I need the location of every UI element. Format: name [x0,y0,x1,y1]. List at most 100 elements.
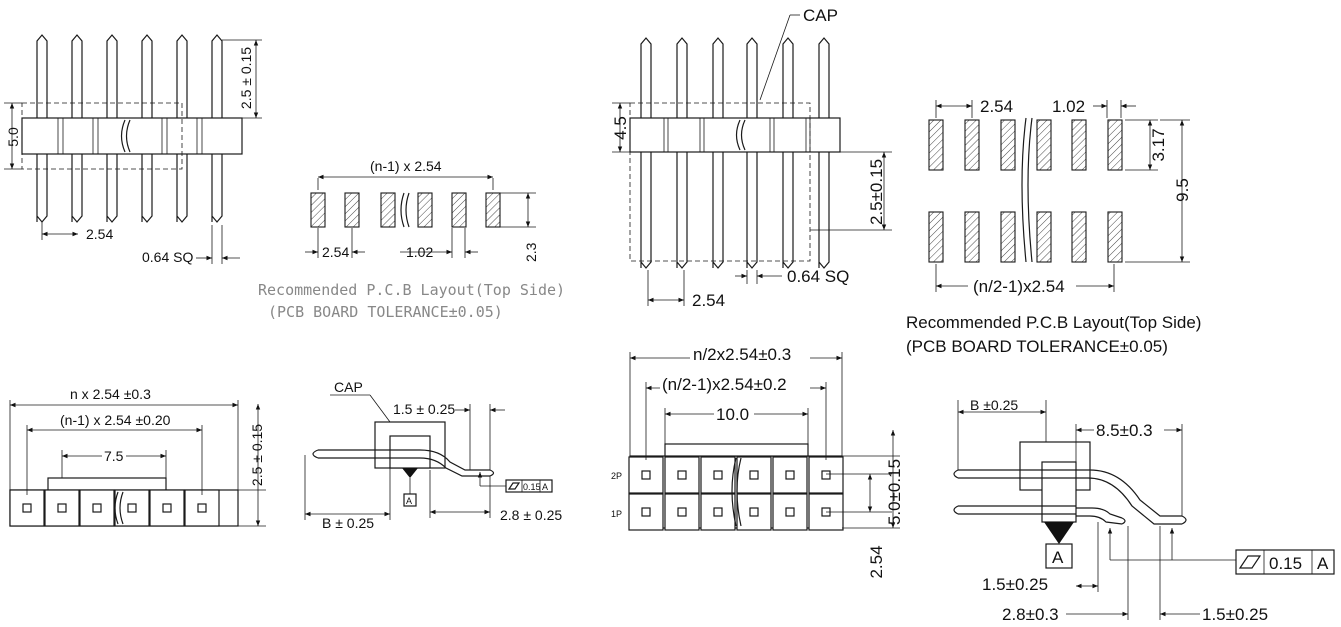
pin [782,37,794,269]
dim-4-5: 4.5 [611,116,630,140]
b1-inner: (n-1) x 2.54 ±0.20 [60,412,171,428]
pcb-pad [1071,211,1087,263]
insulator-body [629,117,841,153]
pcb-pad [485,192,501,228]
row-1p: 1P [611,509,622,519]
break-mark [735,119,746,151]
pin-cell [736,493,772,531]
pin-lower [958,505,1123,525]
s2-dim2: 2.8±0.3 [1002,605,1059,624]
pin-cell [184,489,220,527]
pin-square [713,507,723,517]
pin-square [677,507,687,517]
pin-cell [114,489,150,527]
pin-cell [808,456,844,494]
pin [676,37,688,269]
dim-2-5: 2.5±0.15 [867,159,886,225]
cap-label: CAP [803,6,838,25]
pcb2-caption-line2: (PCB BOARD TOLERANCE±0.05) [906,337,1168,356]
pcb1-caption-line2: (PCB BOARD TOLERANCE±0.05) [268,303,503,321]
s2-dim3: 1.5±0.25 [1202,605,1268,624]
pin [640,37,652,269]
pin-square [821,470,831,480]
dim-2-5: 2.5 ± 0.15 [238,47,254,109]
b1-height: 2.5 ± 0.15 [249,424,265,486]
dim-5-0: 5.0 [5,127,21,147]
pin-square [785,470,795,480]
s1-datum-ref: A [542,482,548,492]
pin-square [641,470,651,480]
pin [712,37,724,269]
pcb-pad [964,211,980,263]
pcb2-pitch: 2.54 [980,97,1013,116]
pin-cell [700,493,736,531]
s1-b-dim: B ± 0.25 [322,515,374,531]
cap-outline [664,443,809,457]
pin-upper [958,469,1182,525]
pcb2-pad-height: 3.17 [1149,128,1168,161]
single-row-side-view: CAP A 1.5 ± 0.25 0.15 A B ± 0.25 2.8 ± 0… [304,379,562,531]
pcb-layout-single-row: (n-1) x 2.54 2.54 1.02 2.3 Recommended P… [258,158,565,321]
pin-cell [44,489,80,527]
s2-tolerance: 0.15 [1269,554,1302,573]
pin-square [162,503,172,513]
pin-cell [664,493,700,531]
datum-a: A [1052,548,1064,567]
datum-a: A [406,496,412,506]
single-row-front-view: 5.0 2.5 ± 0.15 2.54 0.64 SQ [4,34,262,265]
break-mark [114,491,124,525]
dim-pitch: 2.54 [692,291,725,310]
pcb-pad [1107,211,1123,263]
pin-square [92,503,102,513]
pcb-layout-dual-row: 2.54 1.02 3.17 9.5 (n/2-1)x2.54 Recommen… [906,97,1201,356]
pcb-pad [928,211,944,263]
pin-cell [772,456,808,494]
pin-cell [628,456,664,494]
pin-square [749,470,759,480]
b2-total: n/2x2.54±0.3 [693,345,791,364]
pin-square [127,503,137,513]
b1-center: 7.5 [104,448,124,464]
pcb-pad [1036,211,1052,263]
pin-square [785,507,795,517]
cap-label: CAP [334,379,363,395]
insulator-upper [1019,441,1091,491]
dim-sq: 0.64 SQ [787,267,849,286]
b2-height: 5.0±0.15 [885,459,904,525]
pin-cell [664,456,700,494]
pin-bent [318,449,490,477]
pin [746,37,758,269]
pin-square [57,503,67,513]
pcb-pad [964,119,980,171]
pin-square [749,507,759,517]
s2-datum-ref: A [1317,554,1329,573]
s1-bottom-dim: 2.8 ± 0.25 [500,507,562,523]
insulator-lower [1041,461,1077,523]
break-mark [731,457,742,527]
s1-tolerance: 0.15 [523,482,541,492]
pin-square [677,470,687,480]
pin-cell [9,489,45,527]
s2-dim1: 1.5±0.25 [982,575,1048,594]
single-row-top-view: n x 2.54 ±0.3 (n-1) x 2.54 ±0.20 7.5 2.5… [9,386,266,527]
pcb-pad [1071,119,1087,171]
row-2p: 2P [611,471,622,481]
b2-inner: (n/2-1)x2.54±0.2 [662,375,787,394]
pin-cell [149,489,185,527]
pcb-pad [310,192,326,228]
break-mark [1021,117,1033,263]
pin-square [641,507,651,517]
pcb2-caption-line1: Recommended P.C.B Layout(Top Side) [906,313,1201,332]
pin-cell [736,456,772,494]
dual-row-side-view: A 0.15 A B ±0.25 8.5±0.3 1.5±0.25 2.8±0.… [953,397,1335,624]
pin-cell [628,493,664,531]
pcb1-pitch: 2.54 [322,244,349,260]
s2-top-dim: 8.5±0.3 [1096,421,1153,440]
pcb-pad [1107,119,1123,171]
pcb-pad [451,192,467,228]
b2-center: 10.0 [716,405,749,424]
s1-top-dim: 1.5 ± 0.25 [393,401,455,417]
hidden-outline [21,102,183,170]
pin-square [22,503,32,513]
